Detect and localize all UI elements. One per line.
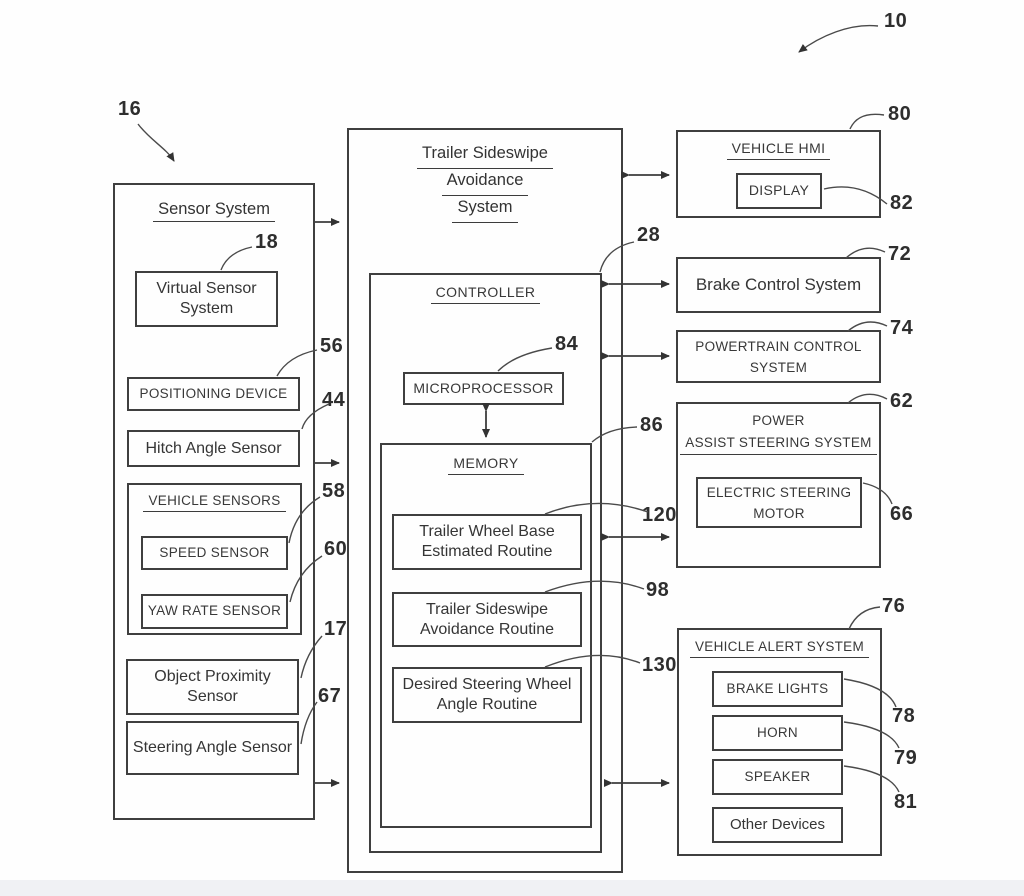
ref-label-82: 82 xyxy=(890,192,914,214)
vehicle-hmi-box: VEHICLE HMI xyxy=(676,130,881,218)
microprocessor-box: MICROPROCESSOR xyxy=(403,372,564,405)
ref-label-72: 72 xyxy=(888,243,912,265)
ref-label-66: 66 xyxy=(890,503,914,525)
vehicle-sensors-title: VEHICLE SENSORS xyxy=(143,485,286,513)
vehicle-alert-system-title: VEHICLE ALERT SYSTEM xyxy=(689,630,870,659)
object-proximity-sensor-box: Object Proximity Sensor xyxy=(126,659,299,715)
vehicle-hmi-title: VEHICLE HMI xyxy=(726,132,831,161)
ref-label-28: 28 xyxy=(637,224,661,246)
steering-angle-sensor-box: Steering Angle Sensor xyxy=(126,721,299,775)
leader-80 xyxy=(849,113,885,130)
brake-control-system-box: Brake Control System xyxy=(676,257,881,313)
brake-lights-box: BRAKE LIGHTS xyxy=(712,671,843,707)
virtual-sensor-system-box: Virtual Sensor System xyxy=(135,271,278,327)
sideswipe-avoidance-routine-box: Trailer Sideswipe Avoidance Routine xyxy=(392,592,582,647)
ref-label-79: 79 xyxy=(894,747,918,769)
memory-title: MEMORY xyxy=(448,445,524,476)
powertrain-control-system-box: POWERTRAIN CONTROL SYSTEM xyxy=(676,330,881,383)
ref-label-10: 10 xyxy=(884,10,908,32)
ref-label-130: 130 xyxy=(642,654,677,676)
speaker-box: SPEAKER xyxy=(712,759,843,795)
ref-label-18: 18 xyxy=(255,231,279,253)
yaw-rate-sensor-box: YAW RATE SENSOR xyxy=(141,594,288,629)
ref-label-81: 81 xyxy=(894,791,918,813)
ref-label-120: 120 xyxy=(642,504,677,526)
ref-label-58: 58 xyxy=(322,480,346,502)
ref-label-74: 74 xyxy=(890,317,914,339)
leader-10 xyxy=(798,24,879,53)
avoidance-system-title: Trailer Sideswipe Avoidance System xyxy=(417,130,553,223)
controller-box: CONTROLLER xyxy=(369,273,602,853)
sensor-system-title: Sensor System xyxy=(153,185,275,223)
speed-sensor-box: SPEED SENSOR xyxy=(141,536,288,570)
memory-box: MEMORY xyxy=(380,443,592,828)
avoidance-system-box: Trailer Sideswipe Avoidance System xyxy=(347,128,623,873)
hitch-angle-sensor-box: Hitch Angle Sensor xyxy=(127,430,300,467)
ref-label-76: 76 xyxy=(882,595,906,617)
controller-title: CONTROLLER xyxy=(430,275,541,305)
ref-label-62: 62 xyxy=(890,390,914,412)
electric-steering-motor-box: ELECTRIC STEERING MOTOR xyxy=(696,477,862,528)
ref-label-80: 80 xyxy=(888,103,912,125)
ref-label-78: 78 xyxy=(892,705,916,727)
leader-76 xyxy=(848,606,881,630)
ref-label-56: 56 xyxy=(320,335,344,357)
ref-label-16: 16 xyxy=(118,98,142,120)
display-box: DISPLAY xyxy=(736,173,822,209)
ref-label-86: 86 xyxy=(640,414,664,436)
leader-16 xyxy=(137,123,175,162)
positioning-device-box: POSITIONING DEVICE xyxy=(127,377,300,411)
ref-label-98: 98 xyxy=(646,579,670,601)
ref-label-44: 44 xyxy=(322,389,346,411)
ref-label-67: 67 xyxy=(318,685,342,707)
ref-label-17: 17 xyxy=(324,618,348,640)
ref-label-84: 84 xyxy=(555,333,579,355)
other-devices-box: Other Devices xyxy=(712,807,843,843)
trailer-wheel-base-routine-box: Trailer Wheel Base Estimated Routine xyxy=(392,514,582,570)
steering-wheel-angle-routine-box: Desired Steering Wheel Angle Routine xyxy=(392,667,582,723)
ref-label-60: 60 xyxy=(324,538,348,560)
horn-box: HORN xyxy=(712,715,843,751)
page-bottom-strip xyxy=(0,880,1024,896)
